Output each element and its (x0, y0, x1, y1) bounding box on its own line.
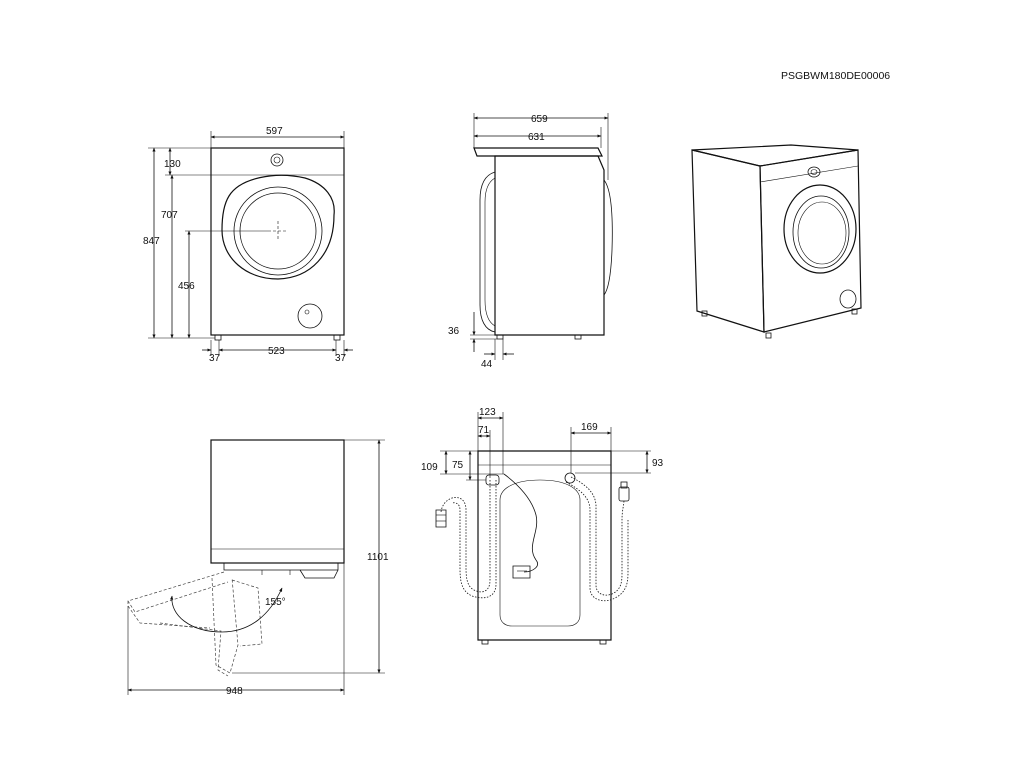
dim-drain-x1: 123 (479, 407, 496, 418)
document-code: PSGBWM180DE00006 (781, 70, 890, 82)
side-view: 659 631 36 44 (448, 113, 613, 370)
dim-drain-y1: 109 (421, 462, 438, 473)
dim-foot-spacing: 523 (268, 346, 285, 357)
dim-inlet-y: 93 (652, 458, 664, 469)
dim-depth-total: 659 (531, 114, 548, 125)
iso-front (759, 149, 862, 333)
dim-drain-y2: 75 (452, 460, 464, 471)
rear-body (477, 450, 612, 641)
filter-hatch (297, 303, 323, 329)
side-body (494, 155, 605, 336)
top-body (210, 439, 345, 564)
front-view: 597 847 130 707 456 37 523 37 (143, 126, 353, 364)
knob-icon (270, 153, 284, 167)
door (221, 174, 335, 280)
front-body (210, 147, 345, 336)
top-view: 155° 1101 948 (127, 439, 389, 697)
dim-width: 597 (266, 126, 283, 137)
rear-view: 123 71 109 75 169 93 (421, 407, 664, 645)
power-cable (503, 473, 538, 573)
dim-foot-right: 37 (335, 353, 347, 364)
dim-height-total: 847 (143, 236, 160, 247)
dim-inlet-x: 169 (581, 422, 598, 433)
dim-foot-left: 37 (209, 353, 221, 364)
dim-depth-body: 631 (528, 132, 545, 143)
dim-door-center: 456 (178, 281, 195, 292)
dim-total-height-open: 1101 (367, 552, 389, 563)
dim-height-to-door: 707 (161, 210, 178, 221)
drain-hose (440, 480, 491, 593)
dim-foot-offset: 44 (481, 359, 493, 370)
dim-total-depth-open: 948 (226, 686, 243, 697)
dim-door-angle: 155° (265, 597, 286, 608)
dim-foot-height: 36 (448, 326, 460, 337)
dim-top-offset: 130 (164, 159, 181, 170)
isometric-view (691, 144, 862, 339)
inlet-hose (570, 476, 625, 596)
dim-drain-x2: 71 (478, 425, 490, 436)
